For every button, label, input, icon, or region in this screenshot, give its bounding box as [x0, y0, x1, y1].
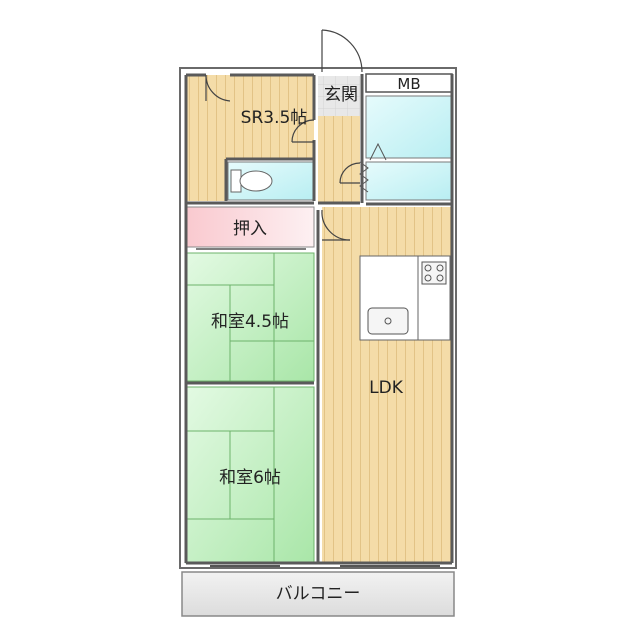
- interior-walls: [184, 73, 454, 565]
- washitsu-large: [185, 386, 315, 567]
- oshiire-label: 押入: [233, 219, 267, 239]
- mb-label: MB: [397, 75, 420, 93]
- balcony: [181, 571, 455, 617]
- bath-area: [359, 95, 453, 201]
- toilet-room: [227, 161, 315, 201]
- stove-icon: [421, 261, 447, 285]
- genkan-label: 玄関: [324, 85, 358, 105]
- oshiire-closet: [185, 206, 315, 248]
- washitsu-small-label: 和室4.5帖: [211, 312, 289, 332]
- ldk-room: [322, 207, 452, 567]
- washitsu-small: [185, 252, 315, 382]
- sink-icon: [367, 307, 409, 335]
- sr-label: SR3.5帖: [241, 108, 308, 128]
- door-swings: [205, 29, 363, 241]
- washitsu-large-label: 和室6帖: [219, 468, 281, 488]
- balcony-label: バルコニー: [276, 584, 361, 604]
- hallway: [318, 100, 360, 204]
- genkan-floor: [318, 76, 360, 116]
- toilet-icon: [239, 170, 273, 192]
- ldk-label: LDK: [369, 378, 404, 398]
